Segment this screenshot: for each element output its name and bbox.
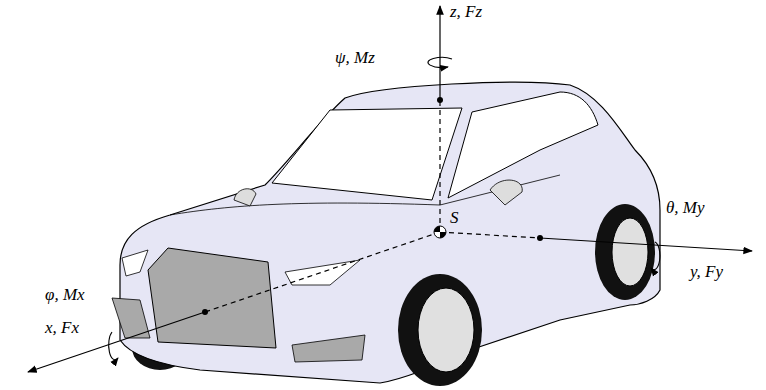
wheel: [398, 274, 482, 386]
axis-label: ψ, Mz: [335, 48, 375, 68]
axis-label: φ, Mx: [45, 285, 85, 305]
center-of-gravity: [434, 226, 446, 238]
axes: [28, 6, 752, 372]
axis-label: S: [450, 208, 459, 228]
axis-label: y, Fy: [690, 262, 723, 282]
grille: [148, 248, 276, 348]
car-body: [120, 82, 660, 383]
wheel: [595, 204, 655, 300]
windshield: [272, 108, 462, 200]
axis-label: θ, My: [666, 198, 705, 218]
rotation-arrows: [109, 57, 660, 359]
side-window: [448, 92, 598, 198]
axis-label: z, Fz: [450, 2, 482, 22]
axis-label: x, Fx: [45, 318, 79, 338]
